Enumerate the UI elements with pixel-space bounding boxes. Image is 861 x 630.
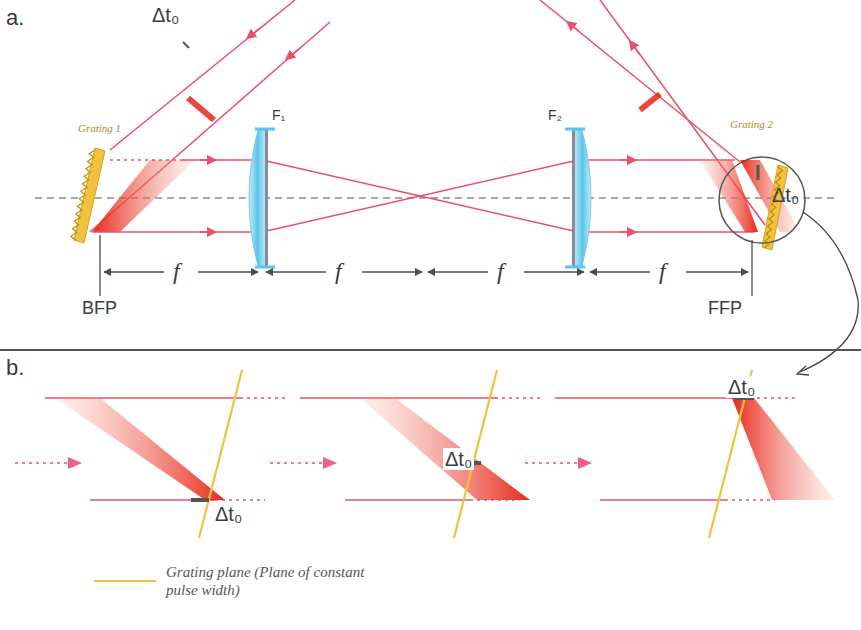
- pulse-duration: Δt₀: [213, 503, 244, 525]
- focal-length: f: [331, 258, 346, 284]
- leader-line: [800, 212, 858, 372]
- pulse-pane: [270, 370, 540, 538]
- dimension: [100, 235, 752, 296]
- pulse: [188, 98, 214, 120]
- legend-swatch: [92, 576, 158, 586]
- pulse-marker: [183, 42, 189, 48]
- magnifier-circle: [719, 157, 805, 243]
- diffracted-pulse: [92, 160, 195, 232]
- focal-length: f: [169, 258, 184, 284]
- pulse-pane: [525, 370, 835, 538]
- plane-label: FFP: [708, 299, 742, 319]
- lens: [249, 129, 591, 267]
- grating: [71, 148, 788, 250]
- plane-label: BFP: [82, 299, 117, 319]
- pulse: [640, 94, 660, 110]
- pulse-pane: [15, 370, 285, 538]
- legend-text: Grating plane (Plane of constant pulse w…: [166, 563, 376, 599]
- focal-length: f: [655, 258, 670, 284]
- pulse-duration: Δt₀: [150, 4, 181, 26]
- panel-letter: b.: [6, 356, 24, 380]
- pulse-duration: Δt₀: [443, 448, 474, 470]
- beam: [92, 160, 755, 232]
- panel-letter: a.: [6, 6, 24, 30]
- focal-length: f: [493, 258, 508, 284]
- panel-divider: [0, 349, 861, 351]
- pulse-duration: Δt₀: [726, 376, 757, 398]
- pulse-marker: [757, 165, 760, 180]
- pulse-duration: Δt₀: [770, 184, 801, 206]
- leader-arrow: [797, 366, 809, 375]
- input-beam: [90, 0, 330, 232]
- grating-label: Grating 2: [730, 118, 773, 130]
- grating-label: Grating 1: [78, 122, 121, 134]
- lens-label: F₂: [548, 108, 562, 123]
- legend-entry: Grating plane (Plane of constant pulse w…: [92, 563, 376, 599]
- detail-panel: [15, 370, 835, 538]
- lens-label: F₁: [272, 108, 285, 123]
